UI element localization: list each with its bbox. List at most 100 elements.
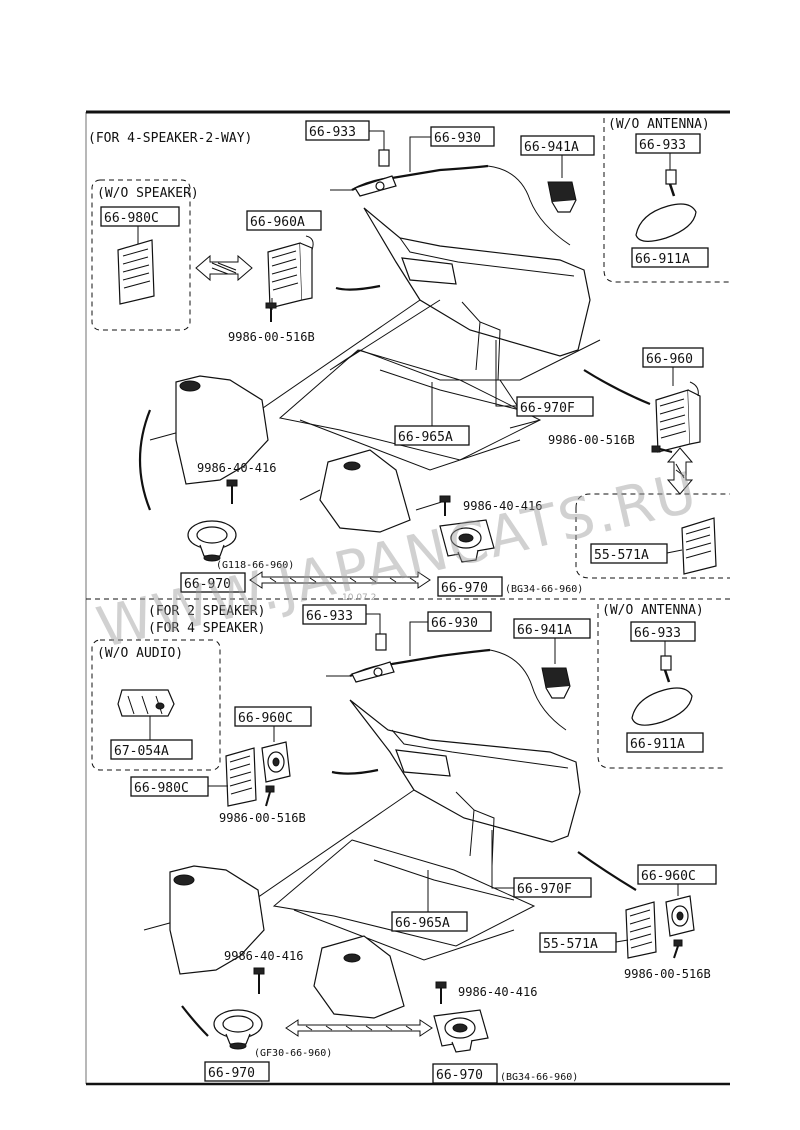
part-66-960c-b[interactable]: 66-960C bbox=[641, 869, 696, 884]
grille-icon bbox=[225, 747, 257, 807]
part-9986-40-416-a[interactable]: 9986-40-416 bbox=[197, 461, 276, 475]
part-66-965a[interactable]: 66-965A bbox=[398, 430, 453, 445]
part-9986-00-516b-b-bottom[interactable]: 9986-00-516B bbox=[624, 967, 711, 981]
screw-icon bbox=[439, 495, 451, 516]
group-wo-antenna-frame bbox=[603, 118, 730, 283]
part-66-970-a-bottom[interactable]: 66-970 bbox=[208, 1066, 255, 1081]
part-66-933-bottom[interactable]: 66-933 bbox=[306, 609, 353, 624]
part-66-941a-box[interactable] bbox=[520, 135, 595, 156]
part-9986-40-416-b[interactable]: 9986-40-416 bbox=[463, 499, 542, 513]
part-66-911a[interactable]: 66-911A bbox=[635, 252, 690, 267]
cap-plate-icon bbox=[635, 203, 697, 242]
clip-icon bbox=[541, 667, 571, 699]
part-9986-00-516b-b[interactable]: 9986-00-516B bbox=[548, 433, 635, 447]
part-66-933-b-bottom[interactable]: 66-933 bbox=[634, 626, 681, 641]
part-66-930-bottom[interactable]: 66-930 bbox=[431, 616, 478, 631]
watermark-small: 10.07.2 bbox=[342, 593, 376, 603]
heading-2-speaker: (FOR 2 SPEAKER) bbox=[148, 604, 265, 619]
part-66-970-b-bottom[interactable]: 66-970 bbox=[436, 1068, 483, 1083]
part-66-970-b-box-bottom[interactable] bbox=[432, 1063, 498, 1084]
part-66-933[interactable]: 66-933 bbox=[309, 125, 356, 140]
group-wo-antenna-label: (W/O ANTENNA) bbox=[608, 117, 710, 132]
part-67-054a[interactable]: 67-054A bbox=[114, 744, 169, 759]
grille-icon bbox=[625, 901, 657, 959]
car-floor-outline bbox=[138, 207, 651, 533]
group-wo-audio-frame bbox=[91, 639, 221, 771]
screw-icon bbox=[253, 967, 265, 994]
part-66-933-b-box-bottom[interactable] bbox=[630, 621, 696, 642]
top-section: (FOR 4-SPEAKER-2-WAY) (W/O SPEAKER) 66-9… bbox=[88, 117, 730, 597]
speaker-icon bbox=[433, 1009, 489, 1053]
group-wo-speaker-label: (W/O SPEAKER) bbox=[97, 186, 199, 201]
car-floor-outline bbox=[143, 699, 637, 1037]
speaker-icon bbox=[439, 519, 495, 563]
part-66-933-b[interactable]: 66-933 bbox=[639, 138, 686, 153]
speaker-icon bbox=[213, 1009, 263, 1050]
part-66-960a[interactable]: 66-960A bbox=[250, 215, 305, 230]
part-66-970-a[interactable]: 66-970 bbox=[184, 577, 231, 592]
part-66-965a-box[interactable] bbox=[394, 425, 470, 446]
part-66-980c[interactable]: 66-980C bbox=[104, 211, 159, 226]
part-67-054a-box[interactable] bbox=[110, 739, 193, 760]
group-wo-antenna-frame-bottom bbox=[597, 604, 724, 769]
note-left-code-top: (G118-66-960) bbox=[216, 560, 294, 571]
bolt-icon bbox=[665, 169, 677, 197]
part-66-970f[interactable]: 66-970F bbox=[520, 401, 575, 416]
part-66-960c[interactable]: 66-960C bbox=[238, 711, 293, 726]
screw-icon bbox=[651, 445, 673, 453]
speaker-grille-icon bbox=[267, 235, 314, 309]
part-66-970-b-box[interactable] bbox=[437, 576, 503, 597]
part-66-960c-b-box[interactable] bbox=[637, 864, 717, 885]
part-66-965a-box-bottom[interactable] bbox=[391, 911, 468, 932]
part-66-970-b[interactable]: 66-970 bbox=[441, 581, 488, 596]
interchange-arrow-icon bbox=[249, 571, 431, 589]
part-66-941a-bottom[interactable]: 66-941A bbox=[517, 623, 572, 638]
screw-icon bbox=[226, 479, 238, 504]
speaker-grille-icon bbox=[655, 381, 701, 453]
tweeter-icon bbox=[665, 895, 695, 937]
part-66-911a-bottom[interactable]: 66-911A bbox=[630, 737, 685, 752]
antenna-feeder-icon bbox=[326, 633, 567, 731]
clip-icon bbox=[547, 181, 577, 213]
part-66-980c-bottom[interactable]: 66-980C bbox=[134, 781, 189, 796]
part-66-960c-box[interactable] bbox=[234, 706, 312, 727]
part-66-911a-box-bottom[interactable] bbox=[626, 732, 704, 753]
grille-icon bbox=[117, 239, 155, 305]
note-right-code-top: (BG34-66-960) bbox=[505, 584, 583, 595]
screw-icon bbox=[435, 981, 447, 1004]
part-66-941a[interactable]: 66-941A bbox=[524, 140, 579, 155]
part-66-965a-bottom[interactable]: 66-965A bbox=[395, 916, 450, 931]
interchange-arrow-icon bbox=[285, 1019, 433, 1037]
group-wo-speaker-frame bbox=[91, 179, 191, 331]
tweeter-icon bbox=[261, 741, 291, 783]
grille-icon bbox=[681, 517, 717, 575]
heading-4-speaker-2-way: (FOR 4-SPEAKER-2-WAY) bbox=[88, 131, 252, 146]
part-55-571a-bottom[interactable]: 55-571A bbox=[543, 937, 598, 952]
part-66-960[interactable]: 66-960 bbox=[646, 352, 693, 367]
part-55-571a[interactable]: 55-571A bbox=[594, 548, 649, 563]
antenna-feeder-icon bbox=[330, 149, 571, 246]
part-66-980c-box[interactable] bbox=[100, 206, 180, 227]
part-66-970f-bottom[interactable]: 66-970F bbox=[517, 882, 572, 897]
note-right-code-bottom: (BG34-66-960) bbox=[500, 1072, 578, 1083]
interchange-arrow-icon bbox=[195, 254, 253, 282]
part-9986-40-416-b-bottom[interactable]: 9986-40-416 bbox=[458, 985, 537, 999]
cap-plate-icon bbox=[631, 687, 693, 726]
part-9986-00-516b-a[interactable]: 9986-00-516B bbox=[228, 330, 315, 344]
bottom-section: (FOR 2 SPEAKER) (FOR 4 SPEAKER) (W/O AUD… bbox=[91, 603, 724, 1084]
part-66-933-b-box[interactable] bbox=[635, 133, 701, 154]
pocket-tray-icon bbox=[117, 689, 175, 717]
part-66-930[interactable]: 66-930 bbox=[434, 131, 481, 146]
part-66-970-a-box[interactable] bbox=[180, 572, 246, 593]
part-55-571a-box-bottom[interactable] bbox=[539, 932, 617, 953]
part-9986-40-416-a-bottom[interactable]: 9986-40-416 bbox=[224, 949, 303, 963]
part-66-941a-box-bottom[interactable] bbox=[513, 618, 591, 639]
part-66-960a-box[interactable] bbox=[246, 210, 322, 231]
part-55-571a-box[interactable] bbox=[590, 543, 668, 564]
part-9986-00-516b-a-bottom[interactable]: 9986-00-516B bbox=[219, 811, 306, 825]
part-66-970-a-box-bottom[interactable] bbox=[204, 1061, 270, 1082]
group-wo-antenna-label-bottom: (W/O ANTENNA) bbox=[602, 603, 704, 618]
part-66-911a-box[interactable] bbox=[631, 247, 709, 268]
group-55-571a-frame bbox=[575, 493, 730, 579]
